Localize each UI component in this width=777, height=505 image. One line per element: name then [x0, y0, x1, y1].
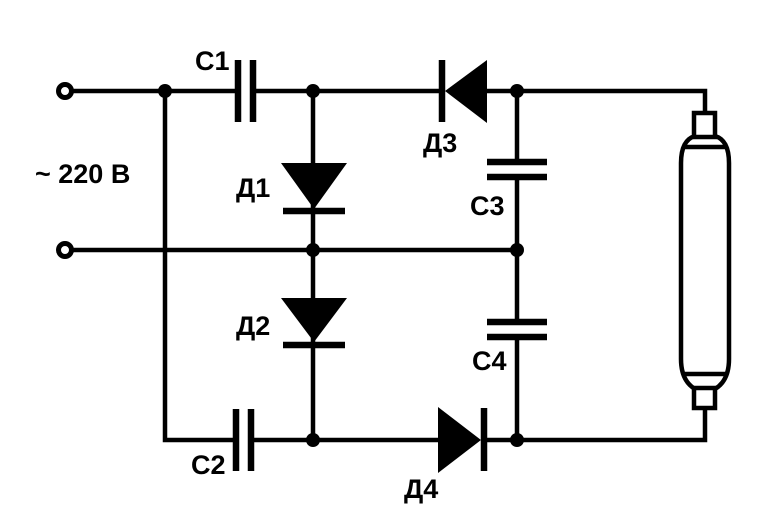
- input-terminal-bottom: [56, 241, 74, 259]
- capacitor-c1: [234, 60, 257, 122]
- lamp-tube-body: [678, 133, 732, 392]
- label-c1: C1: [195, 46, 230, 76]
- input-terminals: [56, 82, 74, 259]
- label-c2: C2: [191, 450, 226, 480]
- junction-dots: [158, 84, 524, 447]
- junction-dot: [510, 433, 524, 447]
- source-voltage-label: ~ 220 В: [35, 159, 130, 189]
- junction-dot: [510, 84, 524, 98]
- diode-d3: [438, 60, 487, 123]
- wire-bottom-rail-right: [484, 407, 708, 443]
- wires: [71, 88, 708, 443]
- lamp-pin-bottom: [691, 385, 718, 411]
- diode-d2-triangle: [281, 298, 347, 342]
- diode-d4-triangle: [438, 407, 481, 473]
- label-d3: Д3: [423, 128, 457, 158]
- junction-dot: [510, 243, 524, 257]
- wire-top-rail-right: [486, 88, 708, 114]
- capacitor-c2: [232, 409, 255, 471]
- diode-d1-triangle: [281, 163, 347, 209]
- input-terminal-top: [56, 82, 74, 100]
- wire-left-branch: [162, 91, 234, 443]
- junction-dot: [306, 243, 320, 257]
- diode-d2: [281, 298, 347, 349]
- fluorescent-lamp: [678, 110, 732, 411]
- label-d4: Д4: [404, 474, 438, 504]
- label-c3: C3: [470, 191, 505, 221]
- lamp-pin-top: [691, 110, 718, 140]
- capacitor-c3: [487, 158, 547, 181]
- junction-dot: [158, 84, 172, 98]
- label-d1: Д1: [236, 173, 270, 203]
- diode-d3-triangle: [445, 60, 487, 123]
- label-d2: Д2: [236, 311, 270, 341]
- diode-d1: [281, 163, 347, 215]
- diode-d4: [438, 407, 488, 473]
- label-c4: C4: [472, 346, 507, 376]
- junction-dot: [306, 433, 320, 447]
- labels: ~ 220 В C1 Д1 Д3 C3 Д2 C2 C4 Д4: [35, 46, 507, 504]
- junction-dot: [306, 84, 320, 98]
- capacitor-c4: [487, 318, 547, 341]
